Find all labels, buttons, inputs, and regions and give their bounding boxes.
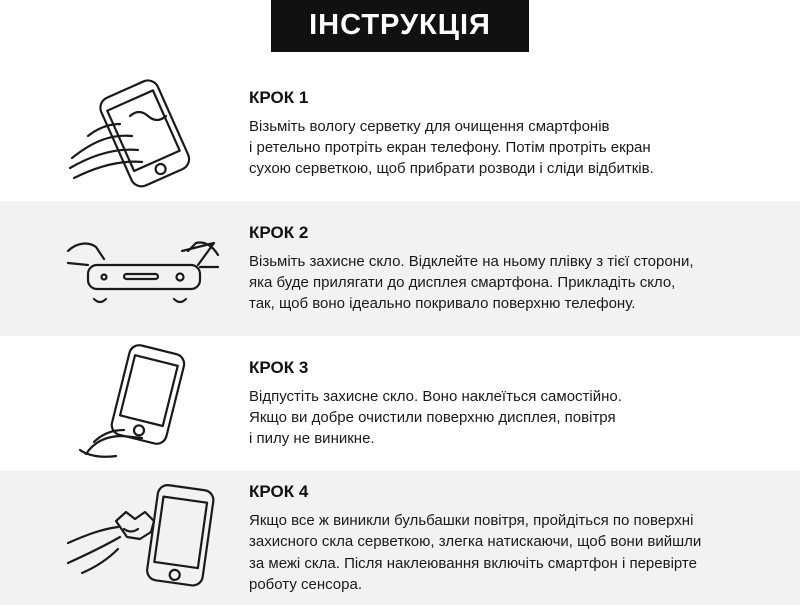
step-1-illustration (40, 72, 245, 195)
step-4-illustration (40, 477, 245, 600)
step-3-body: КРОК 3 Відпустіть захисне скло. Воно нак… (245, 358, 760, 450)
step-title: КРОК 1 (249, 87, 309, 107)
step-2-body: КРОК 2 Візьміть захисне скло. Відклейте … (245, 223, 760, 315)
step-row-3: КРОК 3 Відпустіть захисне скло. Воно нак… (0, 336, 800, 471)
step-4-body: КРОК 4 Якщо все ж виникли бульбашки пові… (245, 482, 760, 595)
header: ІНСТРУКЦІЯ (0, 0, 800, 52)
step-row-4: КРОК 4 Якщо все ж виникли бульбашки пові… (0, 471, 800, 605)
step-text: Візьміть вологу серветку для очищення см… (249, 117, 654, 178)
step-row-1: КРОК 1 Візьміть вологу серветку для очищ… (0, 66, 800, 201)
step-row-2: КРОК 2 Візьміть захисне скло. Відклейте … (0, 201, 800, 336)
step-title: КРОК 2 (249, 222, 309, 242)
step-title: КРОК 4 (249, 481, 309, 501)
step-text: Відпустіть захисне скло. Воно наклеїться… (249, 387, 622, 448)
hand-wiping-phone-icon (58, 72, 228, 195)
phone-with-pointing-hand-icon (58, 342, 228, 465)
step-2-illustration (40, 207, 245, 330)
step-title: КРОК 3 (249, 357, 309, 377)
steps-list: КРОК 1 Візьміть вологу серветку для очищ… (0, 66, 800, 605)
step-3-illustration (40, 342, 245, 465)
cloth-smoothing-screen-icon (58, 477, 228, 600)
step-text: Візьміть захисне скло. Відклейте на ньом… (249, 252, 694, 313)
step-1-body: КРОК 1 Візьміть вологу серветку для очищ… (245, 88, 760, 180)
step-text: Якщо все ж виникли бульбашки повітря, пр… (249, 511, 702, 593)
page-title: ІНСТРУКЦІЯ (271, 0, 529, 52)
peeling-film-icon (58, 207, 228, 330)
